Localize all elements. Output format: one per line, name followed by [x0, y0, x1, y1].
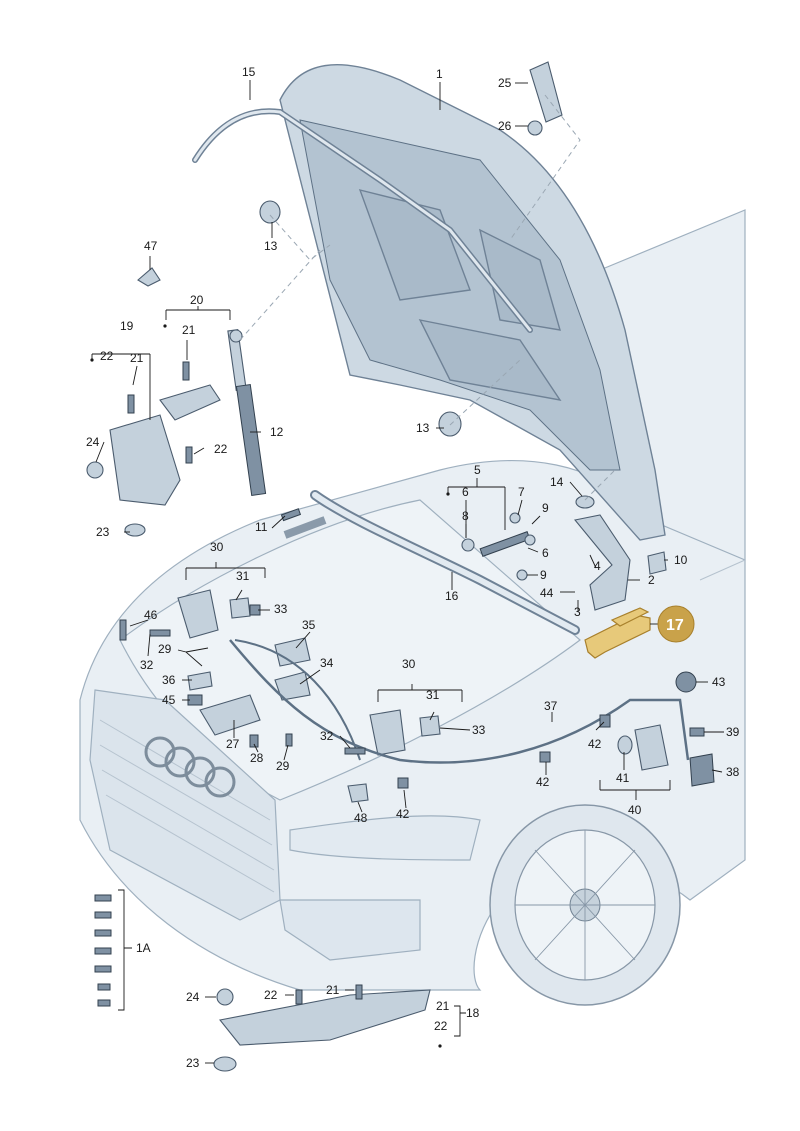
front-wheel	[489, 804, 681, 1006]
label-46: 46	[144, 608, 158, 622]
grille-slats	[99, 719, 275, 893]
label-29-b: 29	[276, 759, 290, 773]
label-23-a: 23	[96, 525, 110, 539]
label-35: 35	[302, 618, 316, 632]
highlight-badge-17: 17	[657, 605, 695, 643]
label-48: 48	[354, 811, 368, 825]
label-21-a: 21	[182, 323, 196, 337]
label-11: 11	[255, 520, 268, 534]
label-22-d: 22	[434, 1019, 448, 1033]
seal-strip-16	[283, 490, 580, 635]
label-2: 2	[648, 573, 655, 587]
label-21-d: 21	[436, 999, 450, 1013]
label-37: 37	[544, 699, 558, 713]
label-14: 14	[550, 475, 564, 489]
gas-strut-12	[227, 328, 267, 497]
label-10: 10	[674, 553, 688, 567]
label-33-b: 33	[472, 723, 486, 737]
audi-logo-rings	[144, 736, 236, 798]
label-1: 1	[436, 67, 443, 81]
label-17: 17	[666, 617, 684, 634]
label-6-a: 6	[462, 485, 469, 499]
label-22-a: 22	[100, 349, 114, 363]
label-42-c: 42	[396, 807, 410, 821]
label-43: 43	[712, 675, 726, 689]
label-41: 41	[616, 771, 630, 785]
label-42-b: 42	[536, 775, 550, 789]
label-25: 25	[498, 76, 512, 90]
label-9-a: 9	[542, 501, 549, 515]
label-45: 45	[162, 693, 176, 707]
label-5: 5	[474, 463, 481, 477]
label-18: 18	[466, 1006, 480, 1020]
label-19: 19	[120, 319, 134, 333]
label-24-a: 24	[86, 435, 100, 449]
small-parts	[86, 61, 715, 1072]
label-15: 15	[242, 65, 256, 79]
label-16: 16	[445, 589, 459, 603]
label-13-top: 13	[264, 239, 278, 253]
leader-lines	[91, 80, 724, 1064]
label-44: 44	[540, 586, 554, 600]
callout-labels: 1 15 25 26 13 47 20 19 21 22 21 24 22 23…	[86, 65, 740, 1070]
label-21-c: 21	[326, 983, 340, 997]
label-12: 12	[270, 425, 284, 439]
label-38: 38	[726, 765, 740, 779]
label-8: 8	[462, 509, 469, 523]
label-29-a: 29	[158, 642, 172, 656]
label-30-b: 30	[402, 657, 416, 671]
label-4: 4	[594, 559, 601, 573]
label-42-a: 42	[588, 737, 602, 751]
label-34: 34	[320, 656, 334, 670]
label-1A: 1A	[136, 941, 151, 955]
label-7: 7	[518, 485, 525, 499]
label-23-b: 23	[186, 1056, 200, 1070]
label-24-b: 24	[186, 990, 200, 1004]
label-30-a: 30	[210, 540, 224, 554]
label-40-a: 40	[628, 803, 642, 817]
label-21-b: 21	[130, 351, 144, 365]
label-47: 47	[144, 239, 158, 253]
label-28: 28	[250, 751, 264, 765]
label-9-b: 9	[540, 568, 547, 582]
label-39: 39	[726, 725, 740, 739]
hood-part-1	[192, 64, 666, 541]
label-20: 20	[190, 293, 204, 307]
label-22-b: 22	[214, 442, 228, 456]
label-27: 27	[226, 737, 240, 751]
label-3: 3	[574, 605, 581, 619]
label-31-a: 31	[236, 569, 250, 583]
label-32-b: 32	[320, 729, 334, 743]
label-13-mid: 13	[416, 421, 430, 435]
assembly-dashed-lines	[239, 94, 616, 501]
highlighted-part-17	[584, 607, 651, 659]
label-22-c: 22	[264, 988, 278, 1002]
label-32-a: 32	[140, 658, 154, 672]
label-33-a: 33	[274, 602, 288, 616]
label-31-b: 31	[426, 688, 440, 702]
assembly-dots	[90, 324, 450, 1048]
label-36: 36	[162, 673, 176, 687]
label-6-b: 6	[542, 546, 549, 560]
label-26: 26	[498, 119, 512, 133]
